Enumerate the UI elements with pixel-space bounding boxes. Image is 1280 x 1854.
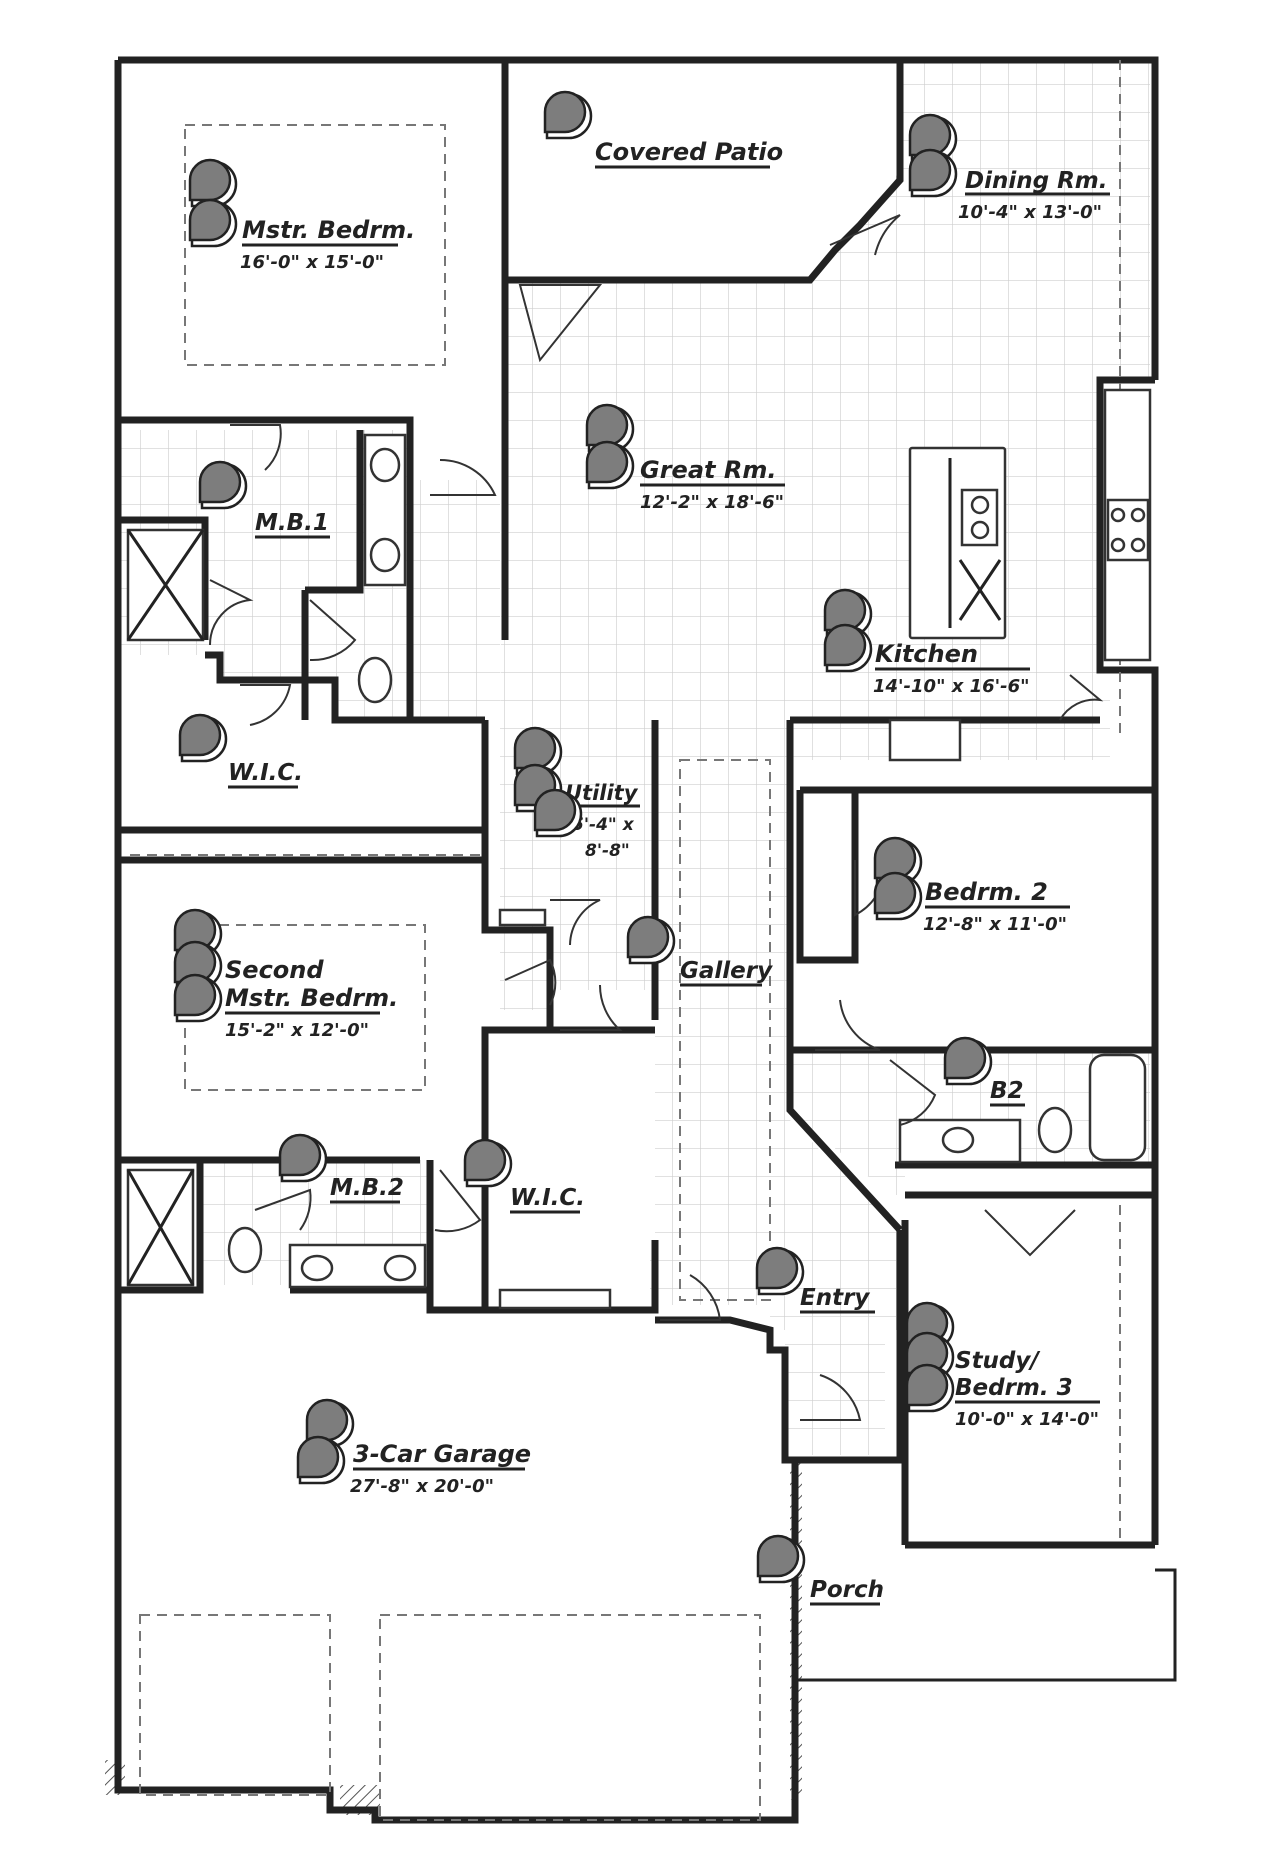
label-mb1: M.B.1 bbox=[255, 510, 329, 536]
label-study-1: Study/ bbox=[955, 1348, 1040, 1374]
label-second-master-2: Mstr. Bedrm. bbox=[225, 984, 398, 1012]
dims-dining-room: 10'-4" x 13'-0" bbox=[958, 202, 1102, 223]
camera-viewpoint-icon[interactable] bbox=[305, 1398, 355, 1448]
label-study-2: Bedrm. 3 bbox=[955, 1375, 1073, 1401]
kitchen-counter bbox=[888, 388, 1152, 762]
kitchen-island bbox=[908, 446, 1007, 640]
label-gallery: Gallery bbox=[680, 958, 773, 984]
camera-viewpoint-icon[interactable] bbox=[463, 1138, 513, 1188]
dims-second-master: 15'-2" x 12'-0" bbox=[225, 1020, 369, 1041]
dims-garage: 27'-8" x 20'-0" bbox=[350, 1476, 494, 1497]
label-master-bedroom: Mstr. Bedrm. bbox=[242, 216, 415, 244]
label-porch: Porch bbox=[810, 1577, 884, 1603]
label-kitchen: Kitchen bbox=[875, 640, 978, 668]
bath-fixtures bbox=[126, 433, 1147, 1310]
label-garage: 3-Car Garage bbox=[353, 1440, 531, 1468]
room-labels: Covered Patio Dining Rm. 10'-4" x 13'-0"… bbox=[225, 138, 1110, 1606]
label-second-master-1: Second bbox=[225, 956, 324, 984]
label-great-room: Great Rm. bbox=[640, 456, 776, 484]
label-mb2: M.B.2 bbox=[330, 1175, 404, 1201]
dims-utility-2: 8'-8" bbox=[585, 841, 630, 861]
foundation-hatch bbox=[105, 1460, 802, 1815]
camera-viewpoint-icon[interactable] bbox=[943, 1036, 993, 1086]
dims-utility-1: 5'-4" x bbox=[572, 815, 635, 835]
label-b2: B2 bbox=[990, 1078, 1024, 1104]
door-swings bbox=[208, 214, 1104, 1421]
camera-markers bbox=[173, 90, 993, 1584]
camera-viewpoint-icon[interactable] bbox=[173, 973, 223, 1023]
label-covered-patio: Covered Patio bbox=[595, 138, 783, 166]
dims-master-bedroom: 16'-0" x 15'-0" bbox=[240, 252, 384, 273]
label-entry: Entry bbox=[800, 1285, 870, 1311]
dims-bedroom-2: 12'-8" x 11'-0" bbox=[923, 914, 1067, 935]
dims-great-room: 12'-2" x 18'-6" bbox=[640, 492, 784, 513]
camera-viewpoint-icon[interactable] bbox=[178, 713, 228, 763]
camera-viewpoint-icon[interactable] bbox=[533, 788, 583, 838]
camera-viewpoint-icon[interactable] bbox=[278, 1133, 328, 1183]
label-dining-room: Dining Rm. bbox=[965, 168, 1108, 194]
dims-kitchen: 14'-10" x 16'-6" bbox=[873, 676, 1030, 697]
camera-viewpoint-icon[interactable] bbox=[905, 1363, 955, 1413]
label-wic-2: W.I.C. bbox=[510, 1185, 585, 1211]
dims-study: 10'-0" x 14'-0" bbox=[955, 1409, 1099, 1430]
camera-viewpoint-icon[interactable] bbox=[873, 871, 923, 921]
camera-viewpoint-icon[interactable] bbox=[823, 623, 873, 673]
camera-viewpoint-icon[interactable] bbox=[198, 460, 248, 510]
camera-viewpoint-icon[interactable] bbox=[543, 90, 593, 140]
camera-viewpoint-icon[interactable] bbox=[626, 915, 676, 965]
camera-viewpoint-icon[interactable] bbox=[756, 1534, 806, 1584]
camera-viewpoint-icon[interactable] bbox=[296, 1435, 346, 1485]
camera-viewpoint-icon[interactable] bbox=[755, 1246, 805, 1296]
label-wic-1: W.I.C. bbox=[228, 760, 303, 786]
label-bedroom-2: Bedrm. 2 bbox=[925, 878, 1048, 906]
camera-viewpoint-icon[interactable] bbox=[188, 198, 238, 248]
camera-viewpoint-icon[interactable] bbox=[585, 440, 635, 490]
camera-viewpoint-icon[interactable] bbox=[908, 148, 958, 198]
